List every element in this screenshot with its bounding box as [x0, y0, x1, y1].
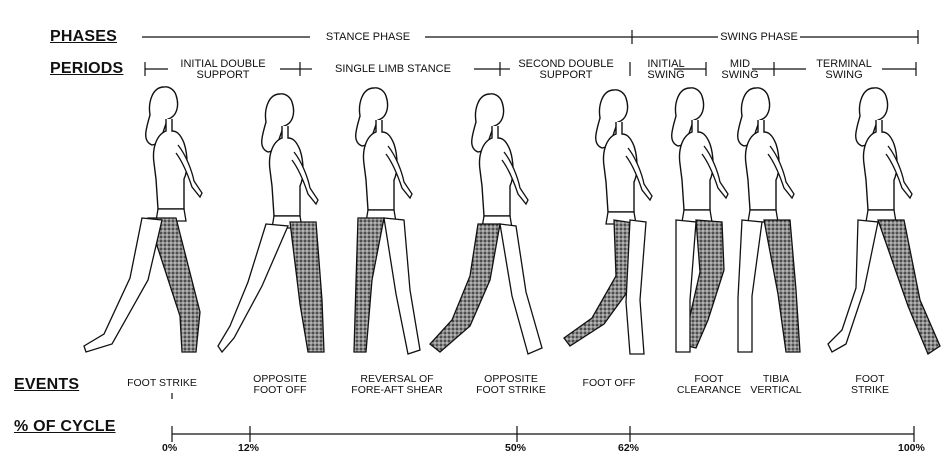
- event-foot-strike: FOOT STRIKE: [107, 378, 217, 389]
- figure-1-foot-strike: [84, 87, 202, 352]
- event-foot-off: FOOT OFF: [554, 378, 664, 389]
- event-opposite-foot-strike: OPPOSITE FOOT STRIKE: [456, 374, 566, 396]
- cycle-label-100: 100%: [898, 442, 925, 454]
- cycle-label-12: 12%: [238, 442, 259, 454]
- period-label-terminal-swing: TERMINAL SWING: [804, 59, 884, 81]
- cycle-label-62: 62%: [618, 442, 639, 454]
- event-reversal-fore-aft-shear: REVERSAL OF FORE-AFT SHEAR: [342, 374, 452, 396]
- cycle-label-0: 0%: [162, 442, 177, 454]
- period-label-initial-double-support: INITIAL DOUBLE SUPPORT: [166, 59, 280, 81]
- figure-2-opposite-foot-off: [218, 94, 324, 352]
- period-label-second-double-support: SECOND DOUBLE SUPPORT: [504, 59, 628, 81]
- cycle-heading: % OF CYCLE: [14, 418, 116, 436]
- figure-4-opposite-foot-strike: [430, 94, 542, 354]
- figure-3-reversal-fore-aft-shear: [354, 88, 420, 354]
- figure-7-tibia-vertical: [738, 88, 800, 352]
- period-label-mid-swing: MID SWING: [712, 59, 768, 81]
- phases-heading: PHASES: [50, 28, 117, 46]
- period-label-single-limb-stance: SINGLE LIMB STANCE: [312, 64, 474, 75]
- periods-heading: PERIODS: [50, 60, 123, 78]
- event-opposite-foot-off: OPPOSITE FOOT OFF: [225, 374, 335, 396]
- event-foot-strike-end: FOOT STRIKE: [815, 374, 925, 396]
- phase-label-swing: SWING PHASE: [718, 32, 800, 43]
- figure-6-foot-clearance: [672, 88, 728, 352]
- figure-8-foot-strike: [828, 88, 940, 354]
- cycle-label-50: 50%: [505, 442, 526, 454]
- figure-5-foot-off: [564, 90, 652, 354]
- events-heading: EVENTS: [14, 376, 79, 394]
- phase-label-stance: STANCE PHASE: [312, 32, 424, 43]
- period-label-initial-swing: INITIAL SWING: [638, 59, 694, 81]
